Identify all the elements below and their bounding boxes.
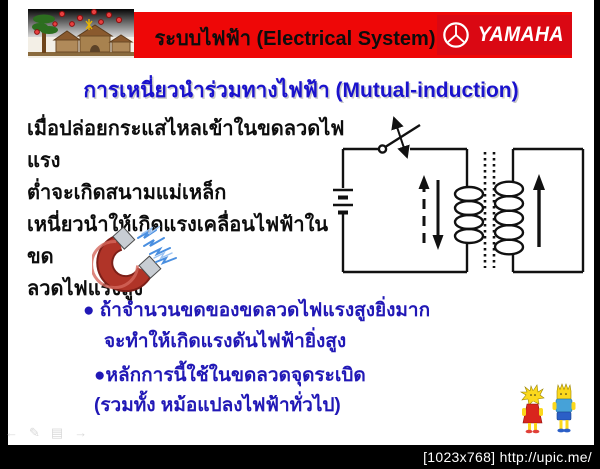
lisa-figure <box>519 384 545 434</box>
right-border <box>594 0 600 469</box>
image-host-caption: [1023x768] http://upic.me/ <box>423 449 592 465</box>
page-title: การเหนี่ยวนำร่วมทางไฟฟ้า (Mutual-inducti… <box>83 79 519 102</box>
bullet-item-1: ● ถ้าจำนวนขดของขดลวดไฟแรงสูงยิ่งมาก <box>83 295 430 325</box>
pen-tool-icon[interactable]: ✎ <box>29 425 40 440</box>
lisa-bart-cartoon-icon <box>519 383 576 434</box>
iron-core-icon <box>483 152 496 268</box>
bullet-item-1-line2: จะทำให้เกิดแรงดันไฟฟ้ายิ่งสูง <box>104 331 347 352</box>
body-paragraph: เมื่อปล่อยกระแสไหลเข้าในขดลวดไฟแรง ต่ำจะ… <box>27 113 347 305</box>
village-fireworks-icon <box>28 9 134 58</box>
header-title: ระบบไฟฟ้า (Electrical System) <box>154 28 436 50</box>
previous-slide-icon[interactable]: ← <box>5 425 18 440</box>
brand-logo: YAMAHA <box>437 15 572 55</box>
next-slide-icon[interactable]: → <box>74 425 88 440</box>
bullet-marker: ● <box>94 365 106 386</box>
yamaha-tuning-fork-icon <box>442 22 469 48</box>
horseshoe-magnet-icon <box>92 226 177 292</box>
slide-menu-icon[interactable]: ▤ <box>50 425 64 440</box>
paragraph-line: เหนี่ยวนำให้เกิดแรงเคลื่อนไฟฟ้าในขด <box>27 214 329 268</box>
bullet-marker: ● <box>83 300 95 321</box>
brand-wordmark: YAMAHA <box>477 23 564 46</box>
paragraph-line: ต่ำจะเกิดสนามแม่เหล็ก <box>27 182 227 204</box>
switch-icon <box>377 144 388 154</box>
bullet-item-2-line2: (รวมทั้ง หม้อแปลงไฟฟ้าทั่วไป) <box>94 395 341 416</box>
current-direction-arrows <box>418 174 545 250</box>
bullet-item-2: ●หลักการนี้ใช้ในขดลวดจุดระเบิด <box>94 360 366 390</box>
paragraph-line: เมื่อปล่อยกระแสไหลเข้าในขดลวดไฟแรง <box>27 118 345 172</box>
left-border <box>0 0 8 469</box>
bullet-text: หลักการนี้ใช้ในขดลวดจุดระเบิด <box>105 365 366 386</box>
mutual-induction-circuit-diagram <box>333 116 585 274</box>
bullet-text: ถ้าจำนวนขดของขดลวดไฟแรงสูงยิ่งมาก <box>99 300 431 321</box>
footer-bar: [1023x768] http://upic.me/ <box>0 445 600 469</box>
presenter-nav: ← ✎ ▤ → <box>5 425 87 440</box>
bart-figure <box>552 383 576 433</box>
